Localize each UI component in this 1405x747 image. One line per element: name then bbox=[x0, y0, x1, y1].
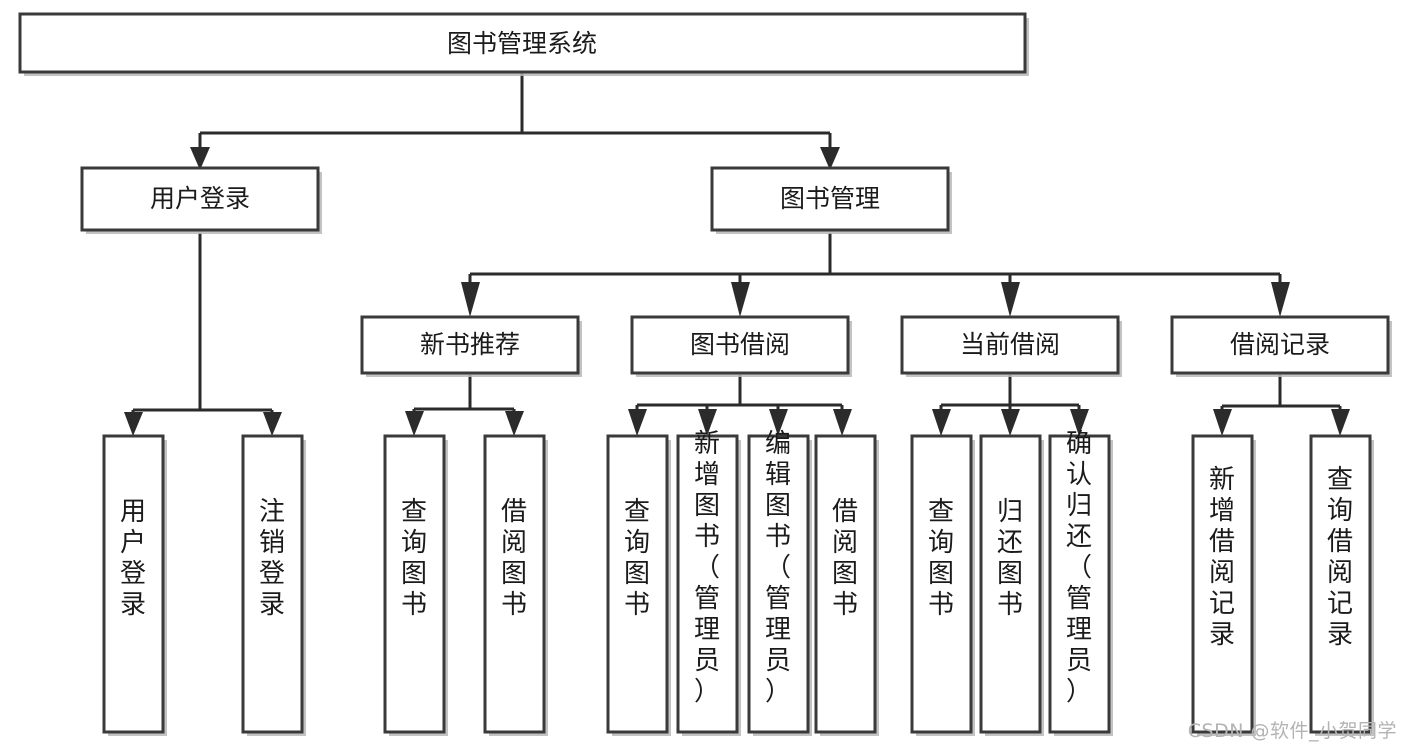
node-book-borrow[interactable]: 图书借阅 bbox=[630, 315, 852, 377]
leaf-user-login-label: 用户登录 bbox=[120, 497, 146, 620]
arrow-to-borrow-record bbox=[1271, 282, 1290, 317]
leaf-query-book-1-label: 查询图书 bbox=[401, 497, 427, 620]
leaf-borrow-book-1[interactable]: 借阅图书 bbox=[483, 434, 548, 736]
arrow-to-leaf-user-login bbox=[124, 412, 143, 436]
leaf-query-book-1-box[interactable] bbox=[383, 434, 446, 734]
leaf-query-record-box[interactable] bbox=[1309, 434, 1372, 734]
connector-layer bbox=[124, 73, 1350, 436]
leaf-logout-label: 注销登录 bbox=[259, 497, 285, 620]
leaf-edit-book[interactable]: 编辑图书（管理员） bbox=[747, 429, 812, 736]
node-root-label: 图书管理系统 bbox=[447, 29, 597, 58]
node-user-login-box[interactable] bbox=[80, 166, 320, 232]
node-book-manage[interactable]: 图书管理 bbox=[710, 166, 952, 234]
arrow-to-leaf-borrow-book-1 bbox=[505, 411, 524, 436]
arrow-to-leaf-edit-book bbox=[769, 409, 788, 436]
node-new-book-rec-label: 新书推荐 bbox=[420, 330, 520, 359]
arrow-to-leaf-query-record bbox=[1331, 409, 1350, 436]
leaf-query-record[interactable]: 查询借阅记录 bbox=[1309, 434, 1374, 736]
node-user-login[interactable]: 用户登录 bbox=[80, 166, 322, 234]
leaf-borrow-book-2-box[interactable] bbox=[814, 434, 877, 734]
leaf-add-book[interactable]: 新增图书（管理员） bbox=[676, 429, 741, 736]
arrow-to-leaf-logout bbox=[263, 412, 282, 436]
leaf-query-book-2[interactable]: 查询图书 bbox=[606, 434, 671, 736]
leaf-borrow-book-1-label: 借阅图书 bbox=[501, 497, 527, 620]
leaf-query-book-2-label: 查询图书 bbox=[624, 497, 650, 620]
arrow-to-leaf-confirm-return bbox=[1070, 409, 1089, 436]
arrow-to-leaf-query-book-1 bbox=[405, 411, 424, 436]
node-borrow-record[interactable]: 借阅记录 bbox=[1170, 315, 1392, 377]
node-book-manage-label: 图书管理 bbox=[780, 184, 880, 213]
arrow-to-leaf-add-record bbox=[1213, 409, 1232, 436]
leaf-add-record[interactable]: 新增借阅记录 bbox=[1191, 434, 1256, 736]
node-borrow-record-label: 借阅记录 bbox=[1230, 330, 1330, 359]
arrow-to-current-borrow bbox=[1001, 282, 1020, 317]
leaf-borrow-book-1-box[interactable] bbox=[483, 434, 546, 734]
leaf-confirm-return-box[interactable] bbox=[1048, 434, 1111, 734]
leaf-query-book-3[interactable]: 查询图书 bbox=[910, 434, 975, 736]
leaf-borrow-book-2-label: 借阅图书 bbox=[832, 497, 858, 620]
leaf-query-book-1[interactable]: 查询图书 bbox=[383, 434, 448, 736]
node-user-login-label: 用户登录 bbox=[150, 184, 250, 213]
node-borrow-record-box[interactable] bbox=[1170, 315, 1390, 375]
node-book-manage-box[interactable] bbox=[710, 166, 950, 232]
leaf-return-book-box[interactable] bbox=[979, 434, 1042, 734]
arrow-to-leaf-query-book-3 bbox=[932, 409, 951, 436]
node-root[interactable]: 图书管理系统 bbox=[18, 12, 1029, 76]
arrow-to-book-borrow bbox=[731, 282, 750, 317]
node-new-book-rec[interactable]: 新书推荐 bbox=[360, 315, 582, 377]
leaf-query-book-3-box[interactable] bbox=[910, 434, 973, 734]
leaf-query-book-3-label: 查询图书 bbox=[928, 497, 954, 620]
arrow-to-leaf-add-book bbox=[698, 409, 717, 436]
node-root-box[interactable] bbox=[18, 12, 1027, 74]
arrow-to-leaf-borrow-book-2 bbox=[833, 409, 852, 436]
arrow-to-new-book-rec bbox=[461, 282, 480, 317]
arrow-to-leaf-query-book-2 bbox=[628, 409, 647, 436]
node-book-borrow-box[interactable] bbox=[630, 315, 850, 375]
leaf-confirm-return-label: 确认归还（管理员） bbox=[1066, 429, 1092, 707]
leaf-add-book-box[interactable] bbox=[676, 434, 739, 734]
leaf-add-record-box[interactable] bbox=[1191, 434, 1254, 734]
leaf-query-book-2-box[interactable] bbox=[606, 434, 669, 734]
leaf-query-record-label: 查询借阅记录 bbox=[1327, 465, 1353, 650]
leaf-logout[interactable]: 注销登录 bbox=[241, 434, 306, 736]
leaf-edit-book-box[interactable] bbox=[747, 434, 810, 734]
leaf-confirm-return[interactable]: 确认归还（管理员） bbox=[1048, 429, 1113, 736]
leaf-borrow-book-2[interactable]: 借阅图书 bbox=[814, 434, 879, 736]
leaf-logout-box[interactable] bbox=[241, 434, 304, 734]
arrow-to-book-manage bbox=[820, 147, 840, 170]
leaf-user-login-box[interactable] bbox=[102, 434, 165, 734]
leaf-edit-book-label: 编辑图书（管理员） bbox=[765, 429, 791, 707]
arrow-to-user-login bbox=[190, 147, 210, 170]
leaf-add-record-label: 新增借阅记录 bbox=[1209, 465, 1235, 650]
node-new-book-rec-box[interactable] bbox=[360, 315, 580, 375]
node-current-borrow-label: 当前借阅 bbox=[960, 330, 1060, 359]
leaf-return-book[interactable]: 归还图书 bbox=[979, 434, 1044, 736]
arrow-to-leaf-return-book bbox=[1001, 409, 1020, 436]
node-current-borrow-box[interactable] bbox=[900, 315, 1120, 375]
node-book-borrow-label: 图书借阅 bbox=[690, 330, 790, 359]
leaf-return-book-label: 归还图书 bbox=[997, 497, 1023, 620]
leaf-add-book-label: 新增图书（管理员） bbox=[694, 429, 720, 707]
leaf-user-login[interactable]: 用户登录 bbox=[102, 434, 167, 736]
node-current-borrow[interactable]: 当前借阅 bbox=[900, 315, 1122, 377]
